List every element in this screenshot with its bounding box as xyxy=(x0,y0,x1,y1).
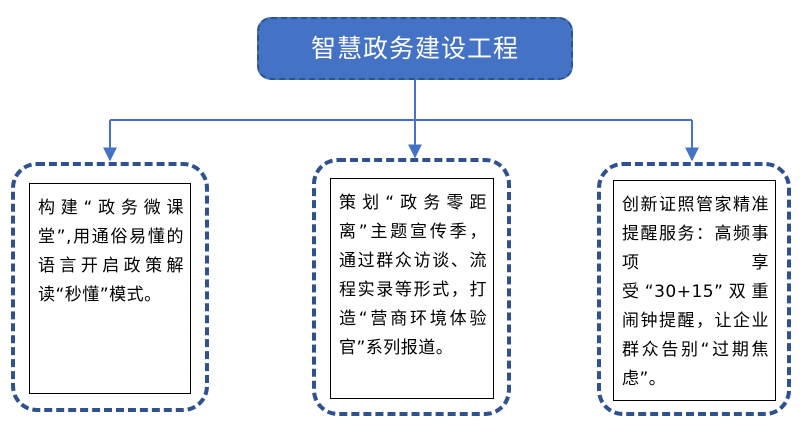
left-box-text: 构建“政务微课堂”,用通俗易懂的语言开启政策解读“秒懂”模式。 xyxy=(29,183,191,394)
right-box-text: 创新证照管家精准提醒服务：高频事项享受“30+15”双重闹钟提醒，让企业群众告别… xyxy=(613,180,776,401)
title-box: 智慧政务建设工程 xyxy=(257,17,573,80)
diagram-title: 智慧政务建设工程 xyxy=(310,34,519,63)
middle-box-text: 策划“政务零距离”主题宣传季，通过群众访谈、流程实录等形式，打造“营商环境体验官… xyxy=(330,178,494,399)
